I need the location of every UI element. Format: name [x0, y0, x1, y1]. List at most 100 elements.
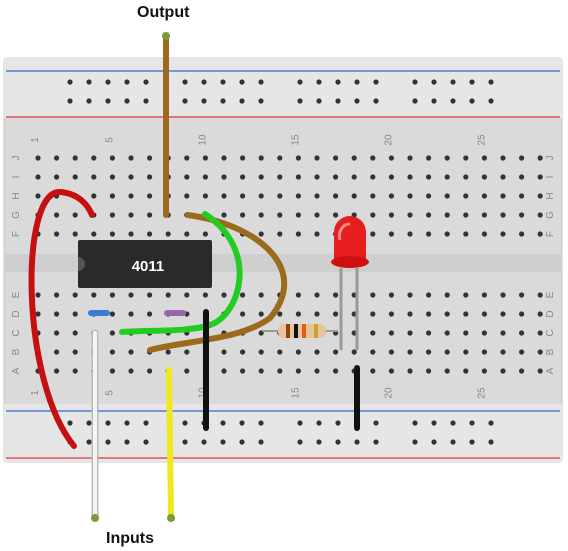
hole — [201, 79, 207, 85]
hole — [463, 231, 469, 237]
red-power-wire — [28, 188, 95, 449]
hole — [220, 439, 226, 445]
hole — [370, 349, 376, 355]
hole — [488, 79, 494, 85]
hole — [450, 439, 456, 445]
hole — [184, 292, 190, 298]
hole — [537, 155, 543, 161]
hole — [500, 174, 506, 180]
hole — [444, 368, 450, 374]
breadboard-holes — [35, 79, 543, 445]
hole — [91, 231, 97, 237]
hole — [335, 420, 341, 426]
hole — [221, 193, 227, 199]
hole — [351, 174, 357, 180]
hole — [35, 174, 41, 180]
hole — [431, 439, 437, 445]
hole — [537, 349, 543, 355]
wire-end-output — [162, 32, 170, 40]
hole — [519, 311, 525, 317]
hole — [463, 155, 469, 161]
hole — [444, 311, 450, 317]
hole — [128, 231, 134, 237]
hole — [519, 193, 525, 199]
hole — [295, 368, 301, 374]
hole — [240, 349, 246, 355]
row-letter: B — [545, 348, 556, 355]
hole — [407, 193, 413, 199]
hole — [426, 155, 432, 161]
hole — [240, 292, 246, 298]
hole — [221, 349, 227, 355]
hole — [519, 231, 525, 237]
hole — [128, 292, 134, 298]
row-letter: D — [545, 310, 556, 317]
hole — [463, 212, 469, 218]
hole — [86, 79, 92, 85]
hole — [314, 311, 320, 317]
hole — [407, 155, 413, 161]
hole — [519, 212, 525, 218]
hole — [184, 368, 190, 374]
hole — [109, 349, 115, 355]
hole — [463, 193, 469, 199]
hole — [537, 311, 543, 317]
row-letter: E — [11, 291, 22, 298]
hole — [258, 79, 264, 85]
column-number: 5 — [104, 137, 115, 143]
hole — [519, 368, 525, 374]
chip-label: 4011 — [132, 258, 165, 275]
hole — [277, 174, 283, 180]
hole — [537, 231, 543, 237]
hole — [388, 174, 394, 180]
hole — [258, 174, 264, 180]
hole — [54, 174, 60, 180]
hole — [109, 174, 115, 180]
hole — [165, 349, 171, 355]
hole — [54, 212, 60, 218]
hole — [277, 231, 283, 237]
hole — [407, 174, 413, 180]
ic-chip-4011: 4011 — [78, 240, 212, 288]
hole — [370, 292, 376, 298]
red-led — [331, 216, 369, 350]
hole — [147, 368, 153, 374]
hole — [537, 174, 543, 180]
purple-jumper — [164, 310, 186, 316]
hole — [412, 439, 418, 445]
hole — [201, 98, 207, 104]
hole — [388, 212, 394, 218]
hole — [469, 420, 475, 426]
hole — [202, 174, 208, 180]
hole — [240, 212, 246, 218]
hole — [519, 349, 525, 355]
hole — [91, 193, 97, 199]
hole — [143, 98, 149, 104]
hole — [537, 330, 543, 336]
row-letter: E — [545, 291, 556, 298]
hole — [370, 368, 376, 374]
hole — [500, 292, 506, 298]
hole — [182, 98, 188, 104]
hole — [147, 174, 153, 180]
hole — [354, 439, 360, 445]
column-number: 25 — [476, 134, 487, 146]
hole — [314, 212, 320, 218]
hole — [426, 368, 432, 374]
row-letter: C — [545, 329, 556, 336]
hole — [500, 155, 506, 161]
hole — [109, 292, 115, 298]
hole — [426, 349, 432, 355]
hole — [221, 155, 227, 161]
row-letter: B — [11, 348, 22, 355]
hole — [481, 330, 487, 336]
hole — [240, 174, 246, 180]
row-letter: F — [545, 231, 556, 237]
hole — [72, 174, 78, 180]
row-letter: A — [11, 367, 22, 374]
hole — [388, 311, 394, 317]
hole — [109, 368, 115, 374]
hole — [182, 79, 188, 85]
hole — [351, 155, 357, 161]
